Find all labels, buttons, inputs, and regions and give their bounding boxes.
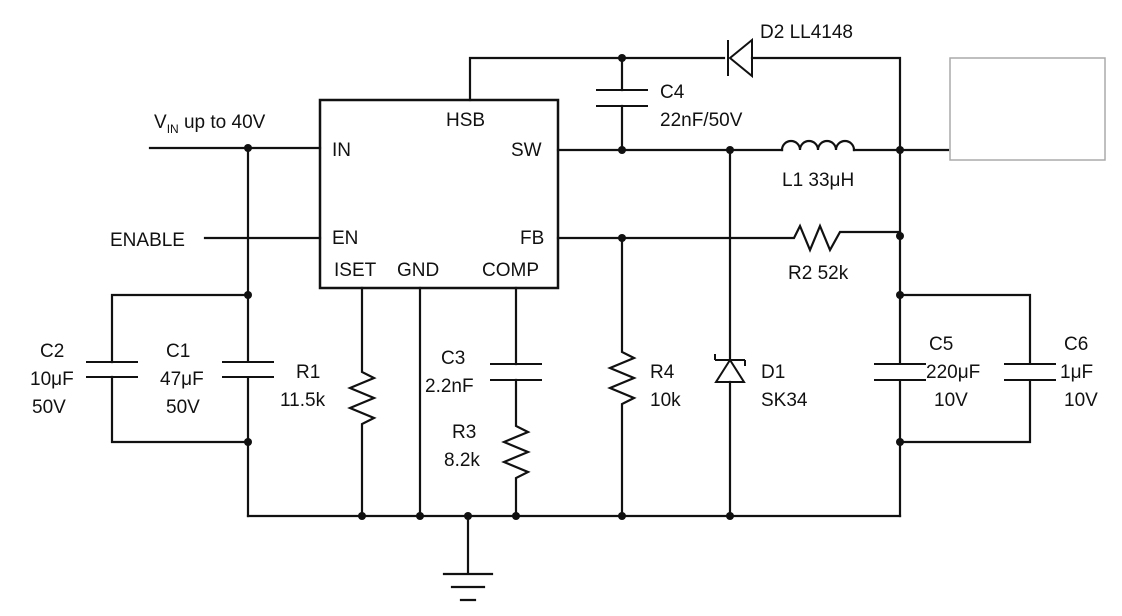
c2-rating: 50V [32,397,66,418]
c5-gap [890,364,910,380]
load-box [949,57,1106,161]
c5-name: C5 [929,334,953,355]
ic-pin-gnd: GND [397,260,439,281]
c2-name: C2 [40,341,64,362]
c2-bottom-wire [110,375,250,444]
ic-pin-en: EN [332,228,358,249]
c1-rating: 50V [166,397,200,418]
junction-dot [896,291,904,299]
r1-wire [347,286,377,518]
c4-value: 22nF/50V [660,110,743,131]
c6-gap [1020,364,1040,380]
ic-pin-iset: ISET [334,260,377,281]
ic-pin-sw: SW [511,140,542,161]
c2-top-wire [110,293,250,364]
c5-value: 220μF [926,362,980,383]
enable-label: ENABLE [110,230,185,251]
ic-body [318,98,560,290]
ic-pin-in: IN [332,140,351,161]
l1-coil [780,139,856,152]
c1-gap [238,362,258,377]
d1-value: SK34 [761,390,808,411]
c6-bottom-wire [898,378,1032,444]
r1-name: R1 [296,362,320,383]
ground-symbol [442,514,494,602]
d1-name: D1 [761,362,785,383]
c6-top-wire [898,293,1032,366]
d2-label: D2 LL4148 [760,22,853,43]
d2-wire [750,56,902,518]
r3-value: 8.2k [444,450,480,471]
junction-dot [618,54,626,62]
r4-name: R4 [650,362,675,383]
c1-name: C1 [166,341,190,362]
junction-dot [244,291,252,299]
hsb-wire [468,56,726,102]
ic-pin-comp: COMP [482,260,539,281]
c1-value: 47μF [160,369,204,390]
c4-name: C4 [660,82,685,103]
c3-value: 2.2nF [425,376,474,397]
c6-rating: 10V [1064,390,1098,411]
junction-dot [244,438,252,446]
d1-diode [714,354,746,383]
l1-label: L1 33μH [782,170,854,191]
c6-name: C6 [1064,334,1088,355]
r1-value: 11.5k [280,390,326,411]
fb-wire [556,223,902,253]
c3-name: C3 [441,348,465,369]
comp-wire [501,286,531,518]
r4-wire [607,236,637,518]
vin-label: VIN up to 40V [154,112,266,136]
r2-label: R2 52k [788,263,849,284]
r3-name: R3 [452,422,476,443]
d2-diode [727,37,753,79]
ic-pin-hsb: HSB [446,110,485,131]
r4-value: 10k [650,390,681,411]
c6-value: 1μF [1060,362,1093,383]
ic-pin-fb: FB [520,228,544,249]
c2-value: 10μF [30,369,74,390]
junction-dot [244,144,252,152]
junction-dot [896,438,904,446]
c5-rating: 10V [934,390,968,411]
